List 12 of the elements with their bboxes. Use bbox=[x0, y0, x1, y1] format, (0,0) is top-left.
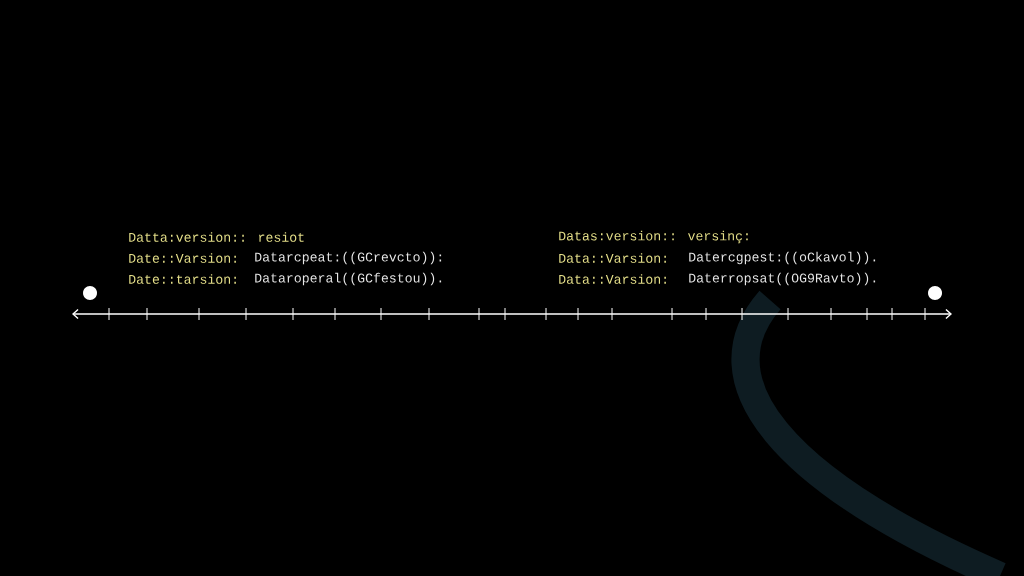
code-text: Data::Varsion: bbox=[559, 253, 666, 263]
code-text: Datas:version:: versinç: bbox=[559, 230, 748, 244]
code-text: Date::tarsion: bbox=[129, 274, 236, 284]
code-text: Date::Varsion: bbox=[129, 253, 236, 263]
code-text: Datarcpeat:((GCrevcto)): bbox=[255, 251, 442, 265]
timeline-dot bbox=[928, 286, 942, 300]
code-text: Datta:version:: resiot bbox=[129, 232, 304, 242]
code-text: Data::Varsion: bbox=[559, 274, 666, 284]
code-text: Daterropsat((OG9Ravto)). bbox=[689, 272, 876, 286]
code-text: Datercgpest:((oCkavol)). bbox=[689, 251, 876, 265]
code-text: Dataroperal((GCfestou)). bbox=[255, 272, 442, 286]
timeline-dot bbox=[83, 286, 97, 300]
